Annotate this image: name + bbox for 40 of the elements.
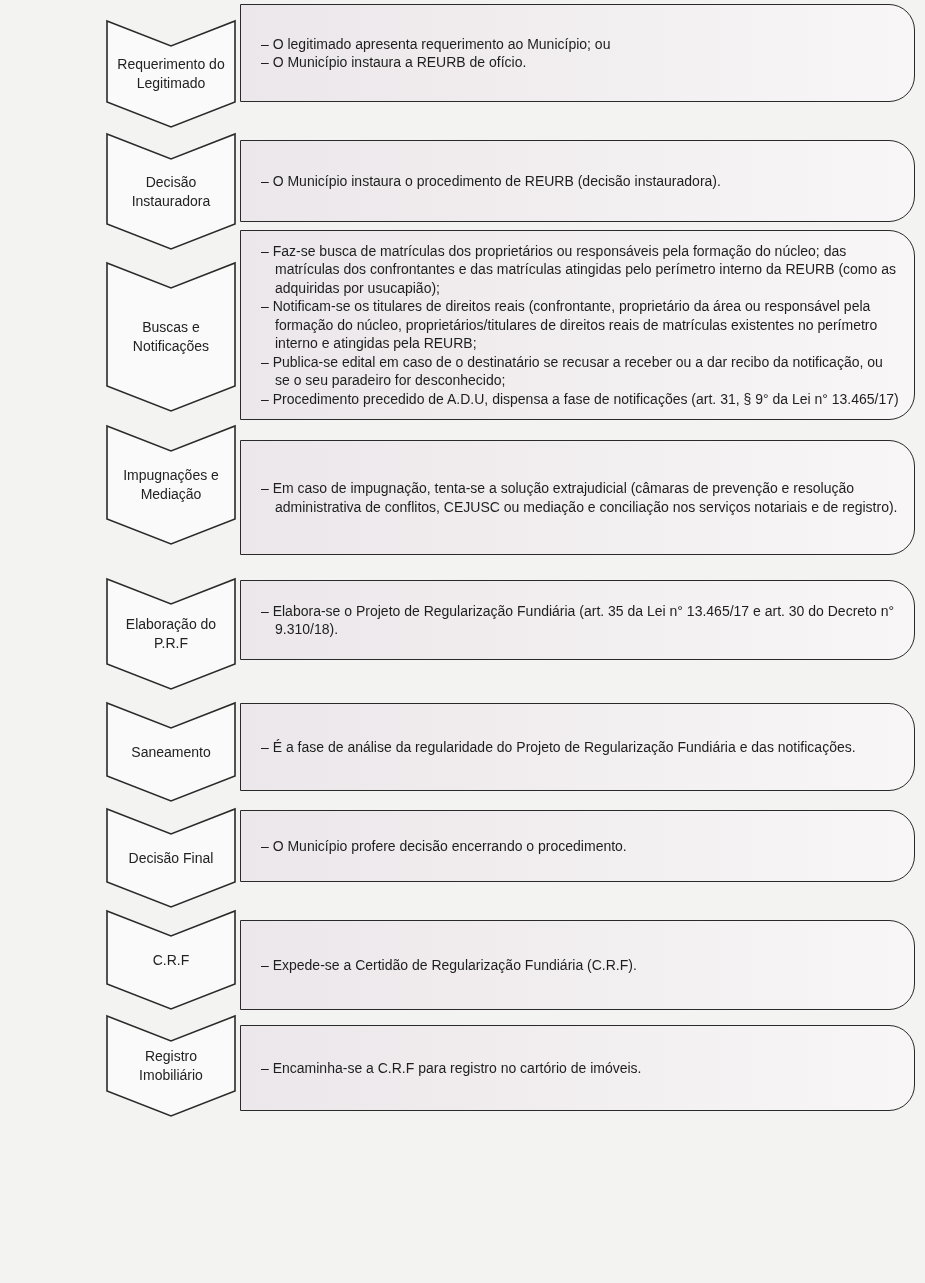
chevron-step [106,702,236,802]
chevron-step [106,133,236,250]
bullet-text: – Faz-se busca de matrículas dos proprietários ou responsáveis pela formação do núcleo; das matrículas dos confrontantes e das matrículas atingidas pelo perímetro interno da REURB (como as adquiridas por usucapião); [261,241,897,298]
bullet-text: – Em caso de impugnação, tenta-se a solução extrajudicial (câmaras de prevenção e resolução administrativa de conflitos, CEJUSC ou mediação e conciliação nos serviços notariais e de registro). [261,479,899,516]
bullet-text: – O Município instaura a REURB de ofício. [261,53,528,72]
bullet-text: – É a fase de análise da regularidade do Projeto de Regularização Fundiária e das notificações. [261,737,857,757]
step-label: Saneamento [131,742,211,762]
description-box [240,1025,915,1111]
step-label: Buscas e Notificações [131,318,211,356]
bullet-text: – Encaminha-se a C.R.F para registro no cartório de imóveis. [261,1058,643,1078]
bullet-text: – Publica-se edital em caso de o destinatário se recusar a receber ou a dar recibo da notificação, ou se o seu paradeiro for desconhecido; [261,352,884,390]
description-box [240,920,915,1010]
description-box [240,4,915,102]
bullet-text: – Elabora-se o Projeto de Regularização Fundiária (art. 35 da Lei n° 13.465/17 e art. 30 do Decreto n° 9.310/18). [261,601,896,639]
step-label: Requerimento do Legitimado [116,55,226,93]
description-box [240,230,915,420]
step-label: Decisão Final [128,848,214,868]
step-label: Registro Imobiliário [138,1047,204,1085]
chevron-step [106,20,236,128]
step-label: C.R.F [152,950,190,970]
description-box [240,440,915,555]
chevron-step [106,910,236,1010]
step-label: Decisão Instauradora [130,172,212,211]
chevron-step [106,262,236,412]
bullet-text: – Notificam-se os titulares de direitos reais (confrontante, proprietário da área ou responsável pela formação do núcleo, proprietários/titulares de direitos reais de matrículas existentes no perímetro interno e atingidas pela REURB; [261,297,879,353]
bullet-text: – Expede-se a Certidão de Regularização Fundiária (C.R.F). [261,955,638,975]
description-box [240,810,915,882]
chevron-step [106,808,236,908]
bullet-text: – O Município instaura o procedimento de REURB (decisão instauradora). [261,171,722,191]
bullet-text: – O legitimado apresenta requerimento ao Município; ou [261,34,612,53]
step-label: Elaboração do P.R.F [124,615,218,653]
bullet-text: – Procedimento precedido de A.D.U, dispensa a fase de notificações (art. 31, § 9° da Lei n° 13.465/17) [261,389,900,409]
description-box [240,140,915,222]
step-label: Impugnações e Mediação [122,466,220,504]
description-box [240,703,915,791]
bullet-text: – O Município profere decisão encerrando o procedimento. [261,836,628,856]
chevron-step [106,1015,236,1117]
chevron-step [106,425,236,545]
chevron-step [106,578,236,690]
description-box [240,580,915,660]
